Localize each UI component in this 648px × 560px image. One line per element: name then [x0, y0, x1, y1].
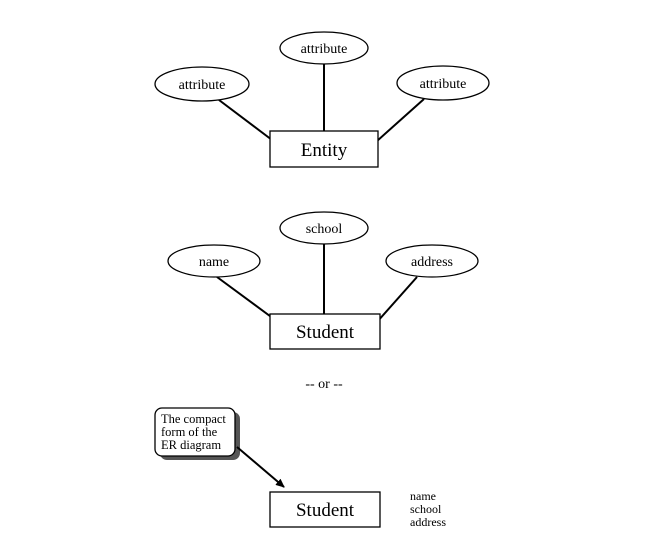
connector-line: [216, 276, 279, 323]
callout-note: The compact form of the ER diagram: [154, 407, 240, 460]
compact-er-diagram: The compact form of the ER diagram Stude…: [154, 407, 446, 529]
callout-arrow: [236, 446, 285, 488]
callout-note-line: form of the: [161, 425, 218, 439]
attribute-ellipse: attribute: [396, 65, 490, 101]
entity-label: Entity: [301, 140, 348, 161]
attribute-ellipse: attribute: [279, 31, 369, 65]
entity-label: Student: [296, 322, 355, 343]
attribute-ellipse: address: [385, 244, 479, 278]
attribute-label: address: [411, 255, 453, 270]
callout-note-line: ER diagram: [161, 438, 221, 452]
attribute-label: attribute: [301, 42, 348, 57]
connector-line: [376, 276, 418, 323]
connector-line: [376, 98, 425, 142]
entity-label: Student: [296, 500, 355, 521]
entity-box: Entity: [269, 130, 379, 168]
generic-er-diagram: attribute attribute attribute Entity: [154, 31, 490, 168]
student-er-diagram: school name address Student: [167, 211, 479, 350]
attribute-ellipse: name: [167, 244, 261, 278]
attribute-list-item: address: [410, 515, 446, 529]
attribute-ellipse: school: [279, 211, 369, 245]
attribute-ellipse: attribute: [154, 66, 250, 102]
entity-box: Student: [269, 313, 381, 350]
attribute-list: name school address: [410, 489, 446, 529]
attribute-list-item: name: [410, 489, 436, 503]
entity-box: Student: [269, 491, 381, 528]
attribute-label: school: [306, 222, 343, 237]
attribute-list-item: school: [410, 502, 442, 516]
attribute-label: attribute: [420, 77, 467, 92]
attribute-label: name: [199, 255, 229, 270]
separator-text: -- or --: [305, 377, 343, 392]
connector-line: [218, 99, 277, 144]
attribute-label: attribute: [179, 78, 226, 93]
callout-note-line: The compact: [161, 412, 226, 426]
